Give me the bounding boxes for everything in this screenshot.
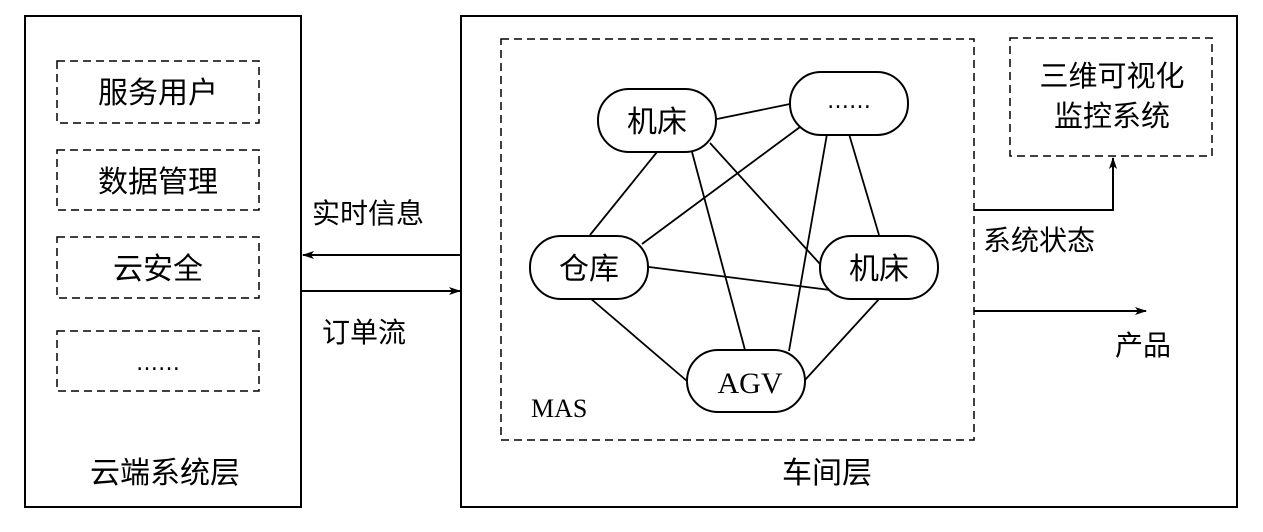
flow-system-status: 系统状态	[974, 157, 1117, 257]
monitor-line1: 三维可视化	[1039, 59, 1184, 93]
flow-label: 系统状态	[983, 224, 1095, 257]
flow-product: 产品	[974, 307, 1171, 362]
module-label: 数据管理	[98, 165, 218, 200]
module-label: 服务用户	[98, 76, 218, 111]
edge-machine1-machine2	[709, 142, 821, 265]
module-service-users: 服务用户	[56, 60, 260, 124]
edge-more-agv	[788, 133, 828, 352]
mas-container: MAS	[500, 38, 975, 441]
node-label: ……	[827, 89, 871, 114]
cloud-layer-title: 云端系统层	[90, 456, 240, 491]
edge-machine1-warehouse	[589, 151, 658, 236]
edge-warehouse-agv	[589, 297, 688, 382]
edge-warehouse-machine2	[648, 266, 831, 291]
node-more: ……	[789, 71, 909, 136]
edge-more-machine2	[848, 133, 880, 236]
flow-realtime-info: 实时信息	[302, 197, 462, 259]
node-label: 机床	[849, 252, 909, 287]
module-label: 云安全	[113, 252, 203, 287]
flow-label: 实时信息	[312, 197, 424, 230]
node-agv: AGV	[686, 349, 806, 413]
node-label: AGV	[718, 367, 783, 400]
monitor-system: 三维可视化 监控系统	[1009, 37, 1213, 157]
node-warehouse: 仓库	[529, 235, 649, 300]
monitor-line2: 监控系统	[1054, 99, 1170, 133]
module-cloud-security: 云安全	[56, 236, 260, 299]
node-label: 仓库	[559, 252, 619, 287]
node-machine-2: 机床	[819, 235, 939, 300]
edge-machine2-agv	[804, 297, 881, 381]
workshop-layer: 车间层 MAS 机床 …… 仓	[460, 15, 1238, 508]
node-machine-1: 机床	[597, 88, 717, 153]
edge-machine1-more	[716, 103, 791, 120]
mas-edges	[589, 103, 881, 382]
workshop-layer-title: 车间层	[782, 456, 872, 491]
module-data-management: 数据管理	[56, 149, 260, 211]
mas-label: MAS	[531, 394, 587, 423]
flow-label: 订单流	[322, 316, 406, 349]
module-more: ……	[56, 330, 260, 392]
node-label: 机床	[627, 105, 687, 140]
flow-order: 订单流	[301, 287, 461, 349]
flow-label: 产品	[1115, 329, 1171, 362]
module-label: ……	[136, 351, 180, 376]
edge-machine1-agv	[691, 151, 746, 351]
cloud-layer: 服务用户 数据管理 云安全 …… 云端系统层	[24, 15, 302, 508]
edge-more-warehouse	[641, 126, 801, 245]
